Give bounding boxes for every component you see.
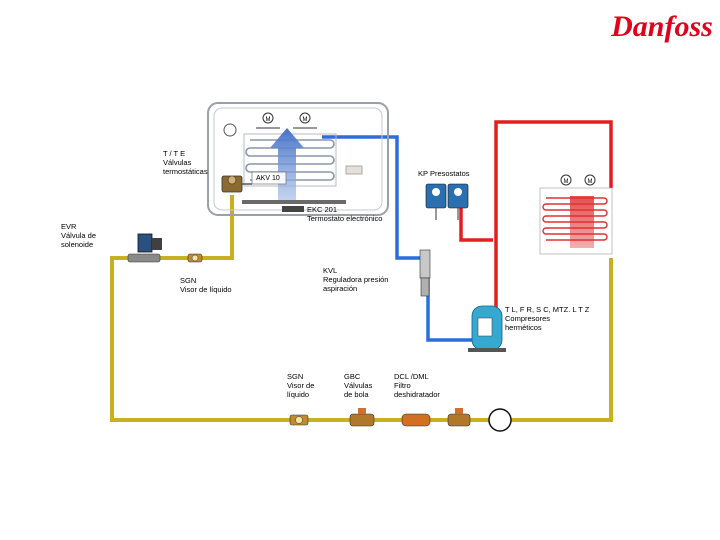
hermetic-compressor xyxy=(468,305,506,352)
evaporator-fan-left: M xyxy=(256,112,280,129)
label-sgn-bottom: SGN Visor de líquido xyxy=(287,372,315,399)
label-evr: EVR Válvula de solenoide xyxy=(61,222,97,249)
label-sgn-top: SGN Visor de líquido xyxy=(180,276,232,294)
label-kvl: KVL Reguladora presión aspiración xyxy=(323,266,389,293)
ekc-201-controller xyxy=(282,206,304,212)
liquid-receiver xyxy=(488,408,512,432)
sgn-sight-glass-bottom xyxy=(289,414,309,426)
kvl-suction-regulator xyxy=(419,249,431,297)
label-akv: AKV 10 xyxy=(256,175,280,182)
evaporator-fan-right: M xyxy=(293,112,317,129)
tte-expansion-valve xyxy=(221,175,252,193)
label-dcl: DCL /DML Filtro deshidratador xyxy=(394,372,440,399)
sgn-sight-glass-top xyxy=(187,253,203,263)
akv-valve xyxy=(251,171,287,185)
label-ekc: EKC 201 Termostato electrónico xyxy=(307,205,383,223)
svg-text:M: M xyxy=(303,117,308,123)
label-kp: KP Presostatos xyxy=(418,169,470,178)
condenser xyxy=(539,187,613,255)
dcl-filter-drier xyxy=(401,413,431,427)
label-tte: T / T E Válvulas termostáticas xyxy=(163,149,208,176)
svg-text:M: M xyxy=(588,179,593,185)
condenser-fan-right: M xyxy=(584,174,596,186)
cold-room xyxy=(207,102,389,216)
condenser-fan-left: M xyxy=(560,174,572,186)
evr-solenoid-valve xyxy=(127,233,162,263)
svg-text:Danfoss: Danfoss xyxy=(610,10,713,43)
room-sensor xyxy=(345,165,363,175)
ball-valve-2 xyxy=(447,408,471,427)
discharge-line xyxy=(459,120,613,310)
danfoss-logo: Danfoss xyxy=(610,10,713,43)
evaporator-drip-tray xyxy=(242,200,346,204)
liquid-line xyxy=(110,195,613,422)
svg-text:M: M xyxy=(564,179,569,185)
svg-text:M: M xyxy=(266,117,271,123)
label-compressors: T L, F R, S C, MTZ. L T Z Compresores he… xyxy=(505,305,590,332)
gbc-ball-valve xyxy=(349,408,375,427)
kp-pressostats xyxy=(425,183,469,220)
label-gbc: GBC Válvulas de bola xyxy=(344,372,373,399)
